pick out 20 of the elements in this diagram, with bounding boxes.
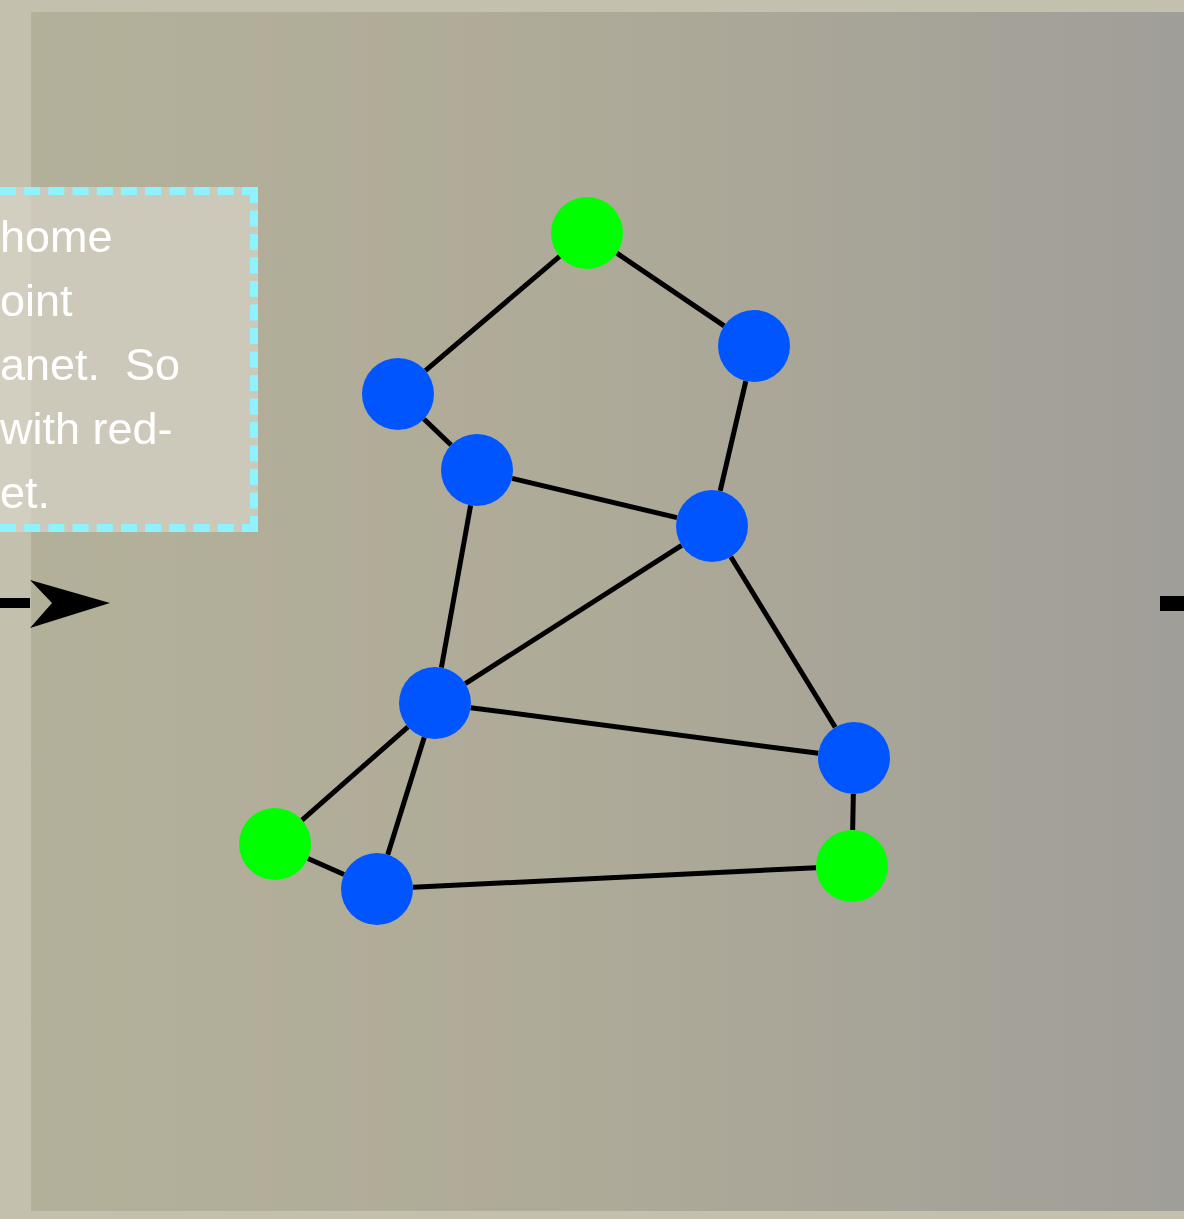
text-line: et. [0, 466, 51, 520]
connector-line [422, 417, 453, 447]
connector-line [511, 475, 678, 521]
text-line: with red- [0, 402, 173, 456]
connector-line [464, 543, 683, 686]
connector-line [385, 736, 427, 856]
connector-line [728, 555, 838, 729]
text-line: oint [0, 274, 73, 328]
connector-line [306, 856, 346, 877]
connector-line [300, 724, 410, 823]
connector-line [615, 251, 726, 328]
text-line: anet. So [0, 338, 181, 392]
connector-line [423, 254, 562, 373]
connector-line [717, 380, 749, 492]
connector-line [850, 793, 856, 831]
connector-line [412, 865, 817, 890]
connector-line [438, 505, 474, 668]
text-box [0, 187, 258, 532]
connector-line [470, 705, 819, 756]
text-line: home [0, 210, 113, 264]
